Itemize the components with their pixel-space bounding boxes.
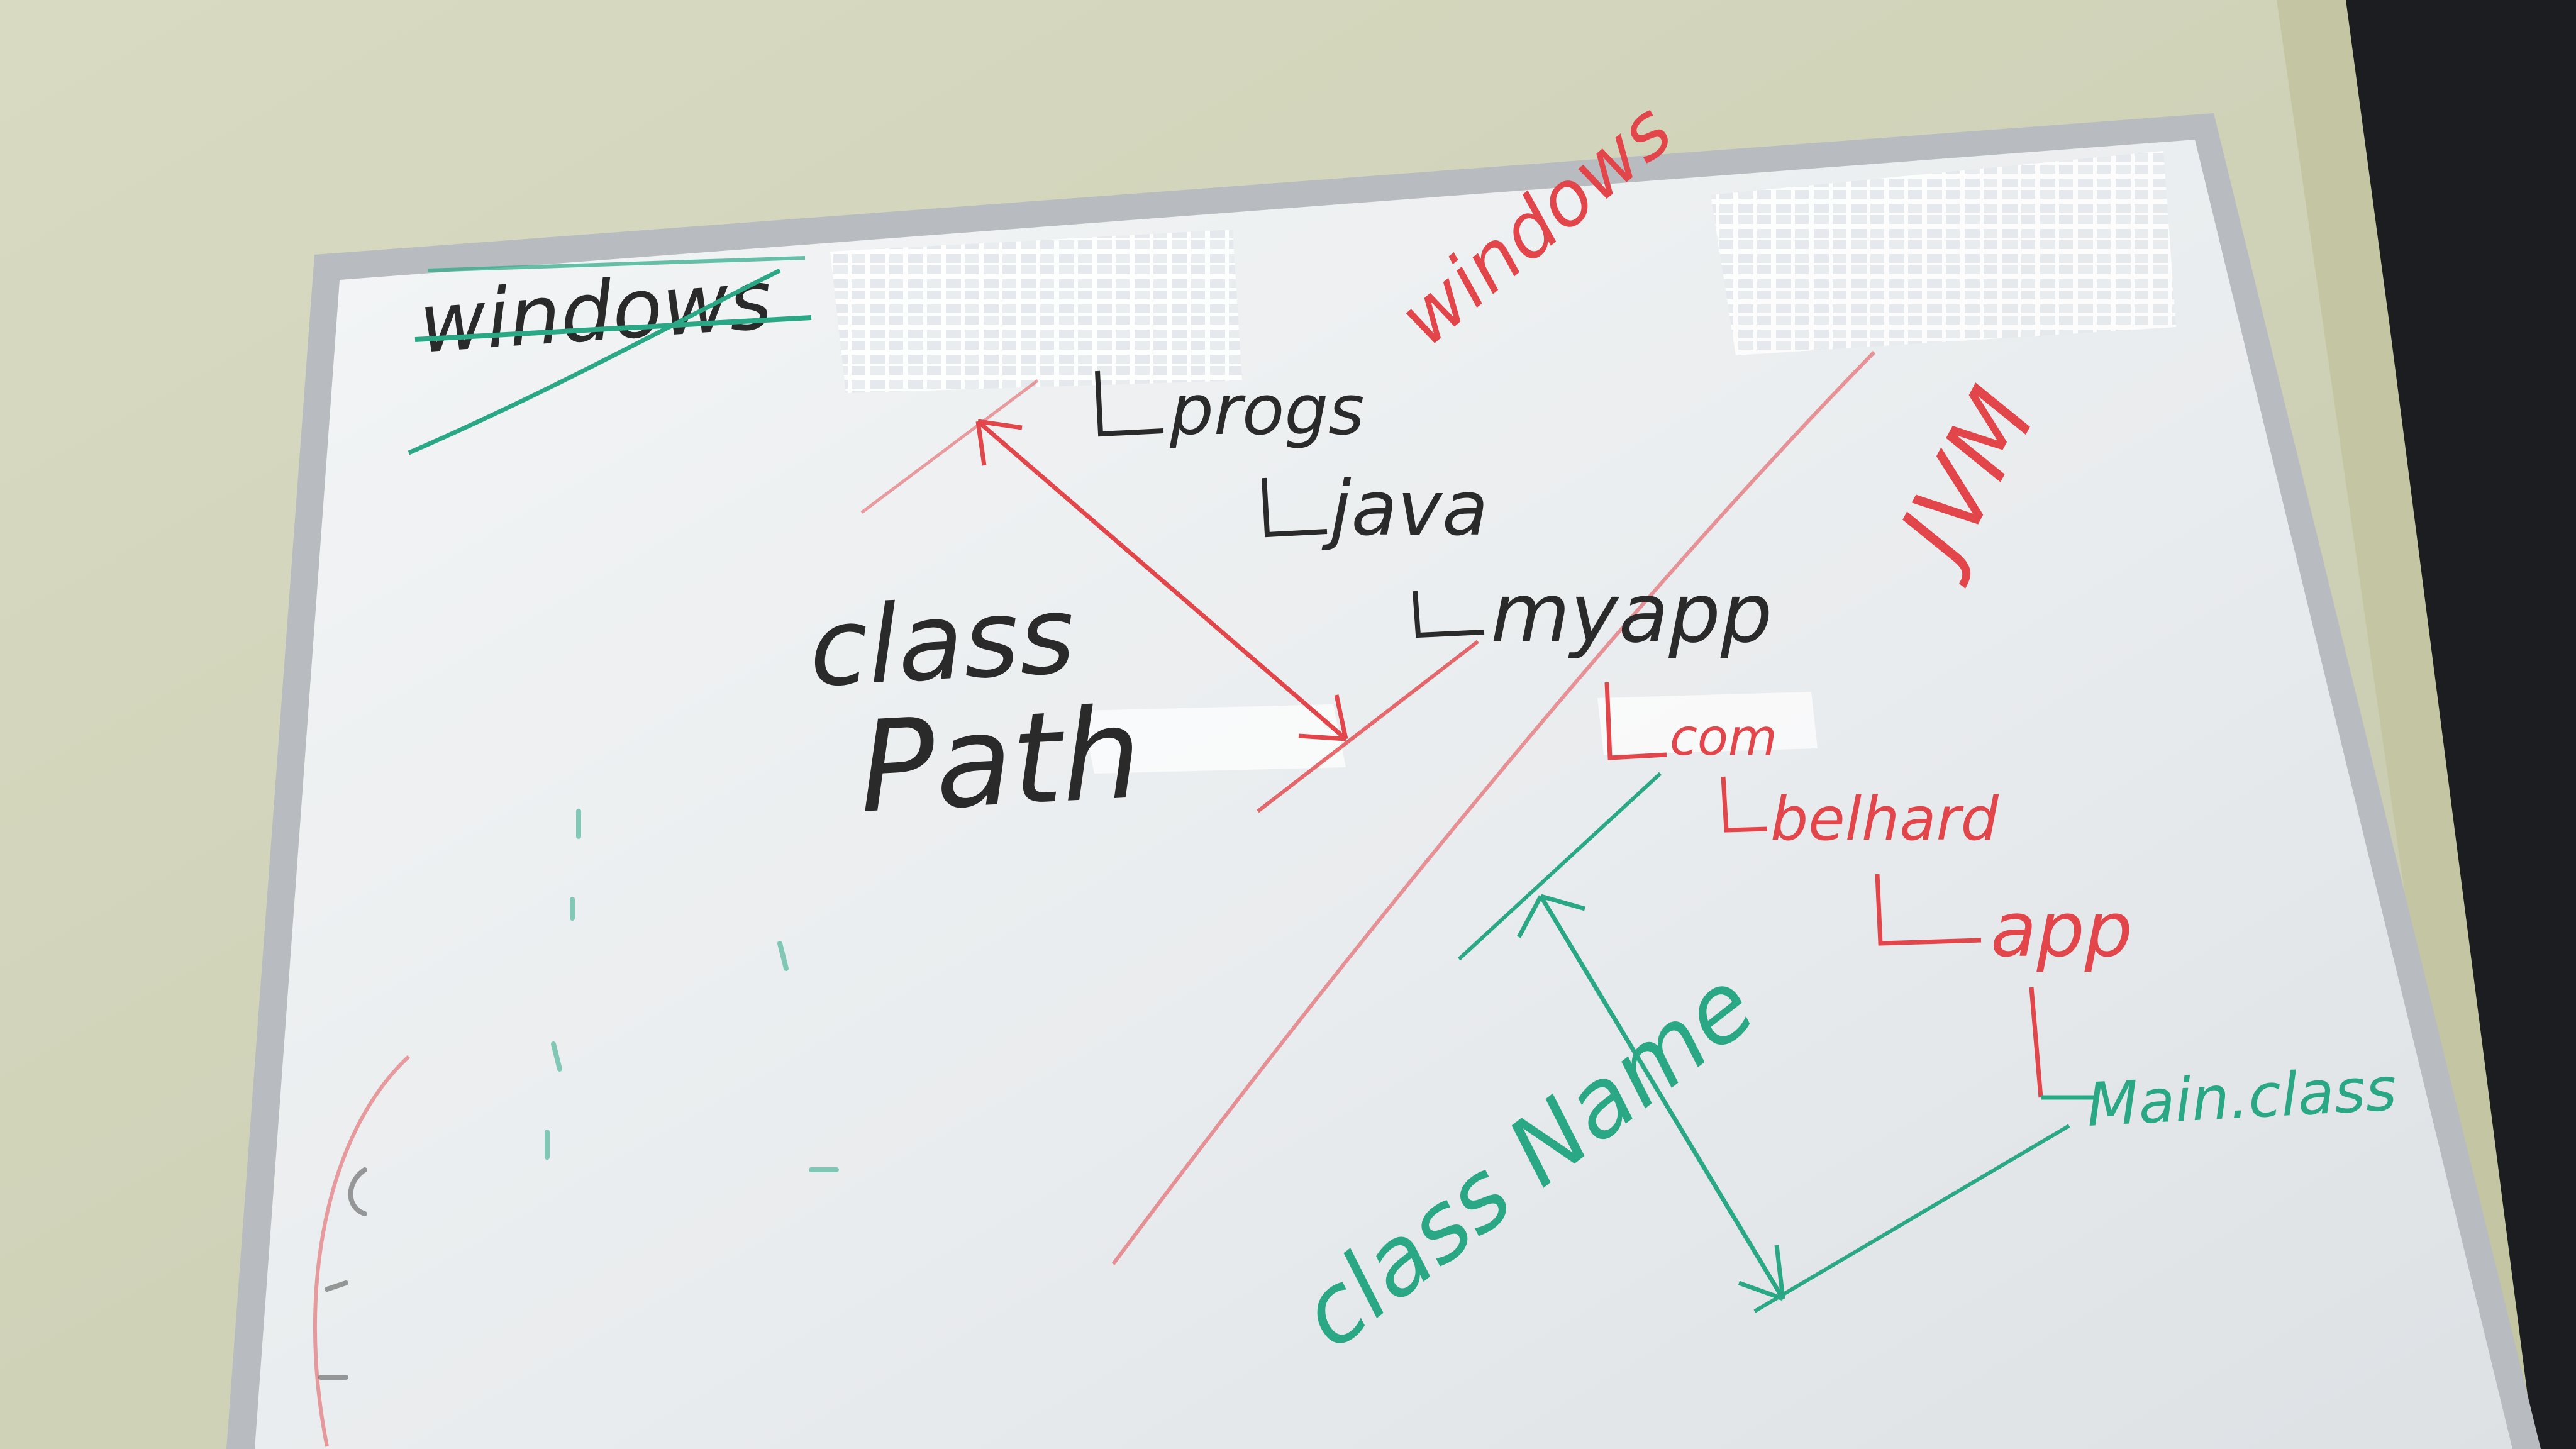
classname-boundary-bottom	[1753, 1124, 2070, 1313]
tree-item-main-class: Main.class	[2085, 1055, 2398, 1140]
tree-connector-com	[1604, 682, 1667, 760]
tree-connector-myapp	[1413, 591, 1485, 638]
strike-through-line	[414, 315, 812, 342]
light-reflection-lower	[1597, 692, 1818, 755]
tree-connector-main-class	[2029, 987, 2043, 1098]
whiteboard-surface	[255, 140, 2512, 1449]
faint-red-arc	[313, 1055, 411, 1447]
tree-connector-java	[1262, 477, 1328, 538]
classname-boundary-top	[1457, 772, 1662, 961]
light-reflection-right	[1711, 151, 2176, 355]
classpath-line2: Path	[855, 680, 1145, 841]
classpath-arrow	[976, 419, 1348, 741]
directory-tree: progs java myapp com belhard app Main.cl…	[1095, 370, 2398, 1140]
tree-item-progs: progs	[1169, 370, 1364, 450]
classpath-line1: class	[806, 573, 1078, 711]
tree-item-com: com	[1670, 708, 1777, 767]
classpath-arrow-head-top	[975, 419, 1023, 466]
tree-connector-belhard	[1721, 776, 1768, 833]
tree-item-belhard: belhard	[1770, 785, 1999, 854]
dark-corner	[2346, 0, 2576, 1449]
faint-red-stroke	[1111, 350, 1876, 1265]
light-reflection-left	[830, 230, 1242, 393]
faint-green-marks	[545, 809, 839, 1172]
classname-arrow-head-bottom	[1738, 1245, 1785, 1301]
tree-item-myapp: myapp	[1491, 565, 1772, 661]
tree-item-java: java	[1321, 465, 1488, 553]
classname-arrow-head-top	[1516, 894, 1585, 938]
classname-arrow	[1539, 895, 1785, 1300]
tree-connector-progs	[1095, 370, 1164, 437]
tree-connector-app	[1875, 874, 1982, 946]
faint-red-stroke-2	[860, 379, 1039, 514]
classpath-arrow-head-bottom	[1298, 694, 1348, 741]
classpath-boundary	[1257, 640, 1479, 813]
diagonal-cross-line	[408, 268, 781, 455]
light-reflection-middle	[1082, 704, 1346, 774]
residue-marks	[318, 1167, 367, 1380]
underline-scribble	[427, 256, 806, 272]
tree-item-app: app	[1990, 887, 2133, 974]
